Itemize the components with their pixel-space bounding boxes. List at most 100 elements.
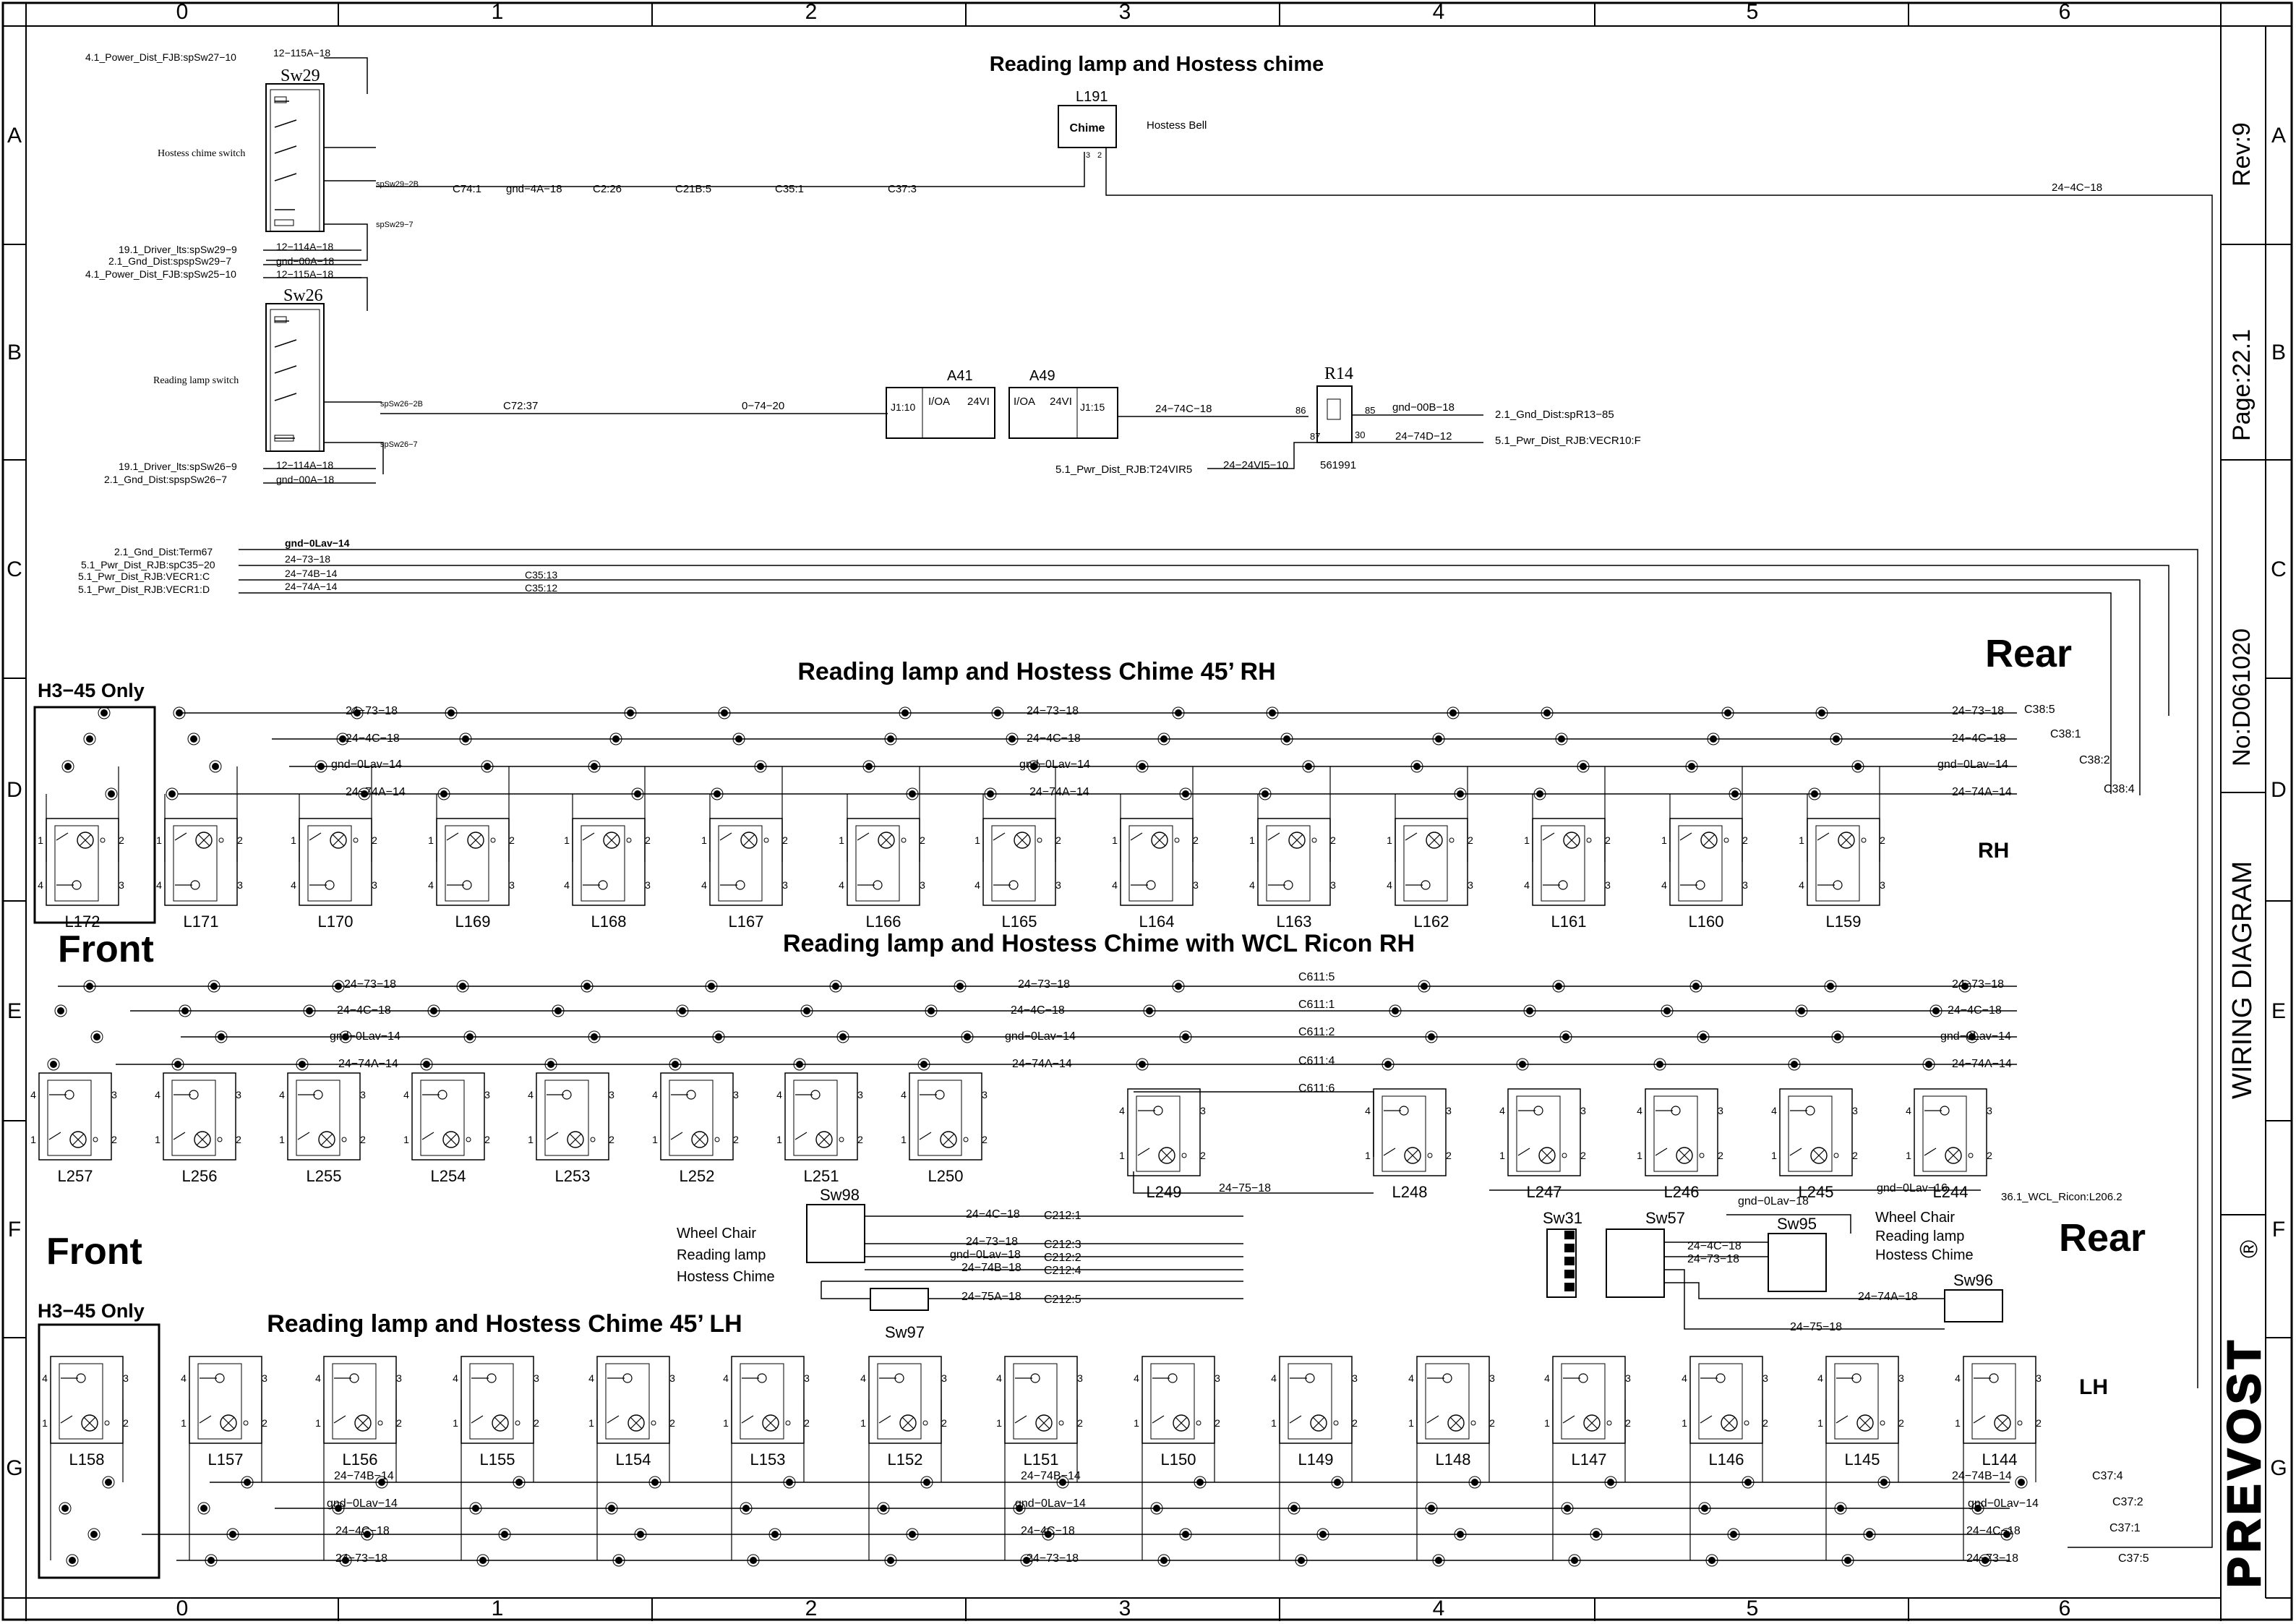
svg-text:3: 3 — [396, 1372, 402, 1384]
svg-text:2.1_Gnd_Dist:spR13−85: 2.1_Gnd_Dist:spR13−85 — [1495, 409, 1614, 421]
column-label: 0 — [176, 0, 189, 24]
svg-text:2: 2 — [1330, 834, 1336, 846]
svg-text:24−73−18: 24−73−18 — [1966, 1552, 2018, 1565]
lamp-label: L160 — [1689, 913, 1724, 931]
svg-text:2: 2 — [1489, 1417, 1495, 1429]
column-label: 2 — [805, 1597, 818, 1620]
svg-text:2: 2 — [1193, 834, 1199, 846]
svg-text:gnd−4A−18: gnd−4A−18 — [506, 183, 562, 195]
svg-text:2: 2 — [237, 834, 243, 846]
svg-text:5.1_Pwr_Dist_RJB:VECR1:D: 5.1_Pwr_Dist_RJB:VECR1:D — [78, 584, 210, 595]
svg-text:3: 3 — [782, 879, 788, 891]
svg-text:1: 1 — [776, 1134, 782, 1145]
svg-text:1: 1 — [701, 834, 707, 846]
svg-text:4: 4 — [1271, 1372, 1277, 1384]
svg-text:1: 1 — [1955, 1417, 1961, 1429]
a49-module: A49 I/OA 24VI J1:15 — [1008, 368, 1118, 439]
svg-text:24−73−18: 24−73−18 — [344, 978, 396, 991]
svg-text:Hostess Chime: Hostess Chime — [1875, 1247, 1974, 1263]
lamp-label: L254 — [431, 1167, 466, 1185]
svg-text:1: 1 — [403, 1134, 409, 1145]
svg-text:5.1_Pwr_Dist_RJB:spC35−20: 5.1_Pwr_Dist_RJB:spC35−20 — [81, 559, 215, 570]
svg-text:24−73−18: 24−73−18 — [346, 705, 398, 717]
svg-text:4: 4 — [1955, 1372, 1961, 1384]
svg-text:spSw29−7: spSw29−7 — [376, 221, 414, 229]
svg-text:3: 3 — [237, 879, 243, 891]
svg-text:24−4C−18: 24−4C−18 — [1952, 732, 2006, 745]
svg-text:C38:4: C38:4 — [2104, 783, 2135, 795]
svg-text:1: 1 — [839, 834, 844, 846]
svg-text:L191: L191 — [1076, 89, 1108, 105]
svg-text:1: 1 — [1906, 1150, 1911, 1161]
row-label: D — [2271, 778, 2287, 802]
svg-text:gnd−0Lav−14: gnd−0Lav−14 — [331, 758, 402, 771]
svg-text:2: 2 — [372, 834, 377, 846]
lamp-label: L248 — [1392, 1183, 1428, 1201]
svg-text:24−4C−18: 24−4C−18 — [346, 732, 400, 745]
svg-text:gnd−0Lav−14: gnd−0Lav−14 — [1005, 1030, 1076, 1043]
h3-only-box-bottom — [38, 1323, 160, 1579]
lamp-label: L167 — [729, 913, 764, 931]
h3-only-label-top: H3−45 Only — [38, 680, 145, 701]
svg-text:1: 1 — [1524, 834, 1530, 846]
svg-text:2: 2 — [733, 1134, 739, 1145]
svg-text:C38:2: C38:2 — [2079, 754, 2110, 766]
lamp-label: L144 — [1982, 1450, 2018, 1469]
row-label: B — [2271, 341, 2286, 364]
lamp-label: L172 — [65, 913, 100, 931]
svg-text:3: 3 — [1742, 879, 1748, 891]
svg-text:Hostess Chime: Hostess Chime — [677, 1269, 775, 1285]
svg-text:1: 1 — [1661, 834, 1667, 846]
svg-text:C212:5: C212:5 — [1044, 1294, 1081, 1306]
svg-text:1: 1 — [156, 834, 162, 846]
lamp-label: L153 — [750, 1450, 786, 1469]
svg-text:3: 3 — [1880, 879, 1885, 891]
svg-text:36.1_WCL_Ricon:L206.2: 36.1_WCL_Ricon:L206.2 — [2001, 1191, 2122, 1203]
lamp-label: L171 — [184, 913, 219, 931]
lamp-label: L152 — [888, 1450, 923, 1469]
svg-text:24−73−18: 24−73−18 — [1027, 1552, 1079, 1565]
svg-text:1: 1 — [1271, 1417, 1277, 1429]
drawing-number: No:D061020 — [2228, 628, 2256, 766]
svg-text:3: 3 — [1352, 1372, 1358, 1384]
svg-text:2: 2 — [804, 1417, 810, 1429]
svg-text:1: 1 — [1682, 1417, 1687, 1429]
svg-text:5.1_Pwr_Dist_RJB:T24VIR5: 5.1_Pwr_Dist_RJB:T24VIR5 — [1055, 463, 1192, 476]
svg-text:4: 4 — [588, 1372, 594, 1384]
lamp-label: L162 — [1414, 913, 1449, 931]
lh45-bus-labels: 24−74B−14 gnd−0Lav−14 24−4C−18 24−73−18 … — [327, 1470, 2149, 1565]
svg-text:2: 2 — [111, 1134, 117, 1145]
svg-text:gnd−0Lav−14: gnd−0Lav−14 — [1968, 1497, 2039, 1510]
svg-text:3: 3 — [1055, 879, 1061, 891]
svg-text:2: 2 — [782, 834, 788, 846]
svg-text:4: 4 — [38, 879, 43, 891]
svg-text:2: 2 — [1580, 1150, 1586, 1161]
svg-text:Sw96: Sw96 — [1953, 1271, 1993, 1289]
svg-text:3: 3 — [123, 1372, 129, 1384]
svg-text:3: 3 — [1625, 1372, 1631, 1384]
svg-text:4: 4 — [1682, 1372, 1687, 1384]
svg-text:4: 4 — [564, 879, 570, 891]
svg-text:2: 2 — [360, 1134, 366, 1145]
svg-text:24−74A−14: 24−74A−14 — [1029, 786, 1089, 798]
lamp-label: L159 — [1826, 913, 1862, 931]
svg-text:gnd−0Lav−14: gnd−0Lav−14 — [285, 537, 350, 549]
svg-text:3: 3 — [1086, 151, 1090, 160]
svg-text:J1:15: J1:15 — [1080, 401, 1105, 413]
svg-text:2: 2 — [484, 1134, 490, 1145]
svg-text:2: 2 — [1055, 834, 1061, 846]
svg-text:4: 4 — [1524, 879, 1530, 891]
svg-text:4: 4 — [860, 1372, 866, 1384]
svg-text:gnd−0Lav−16: gnd−0Lav−16 — [1877, 1182, 1948, 1195]
